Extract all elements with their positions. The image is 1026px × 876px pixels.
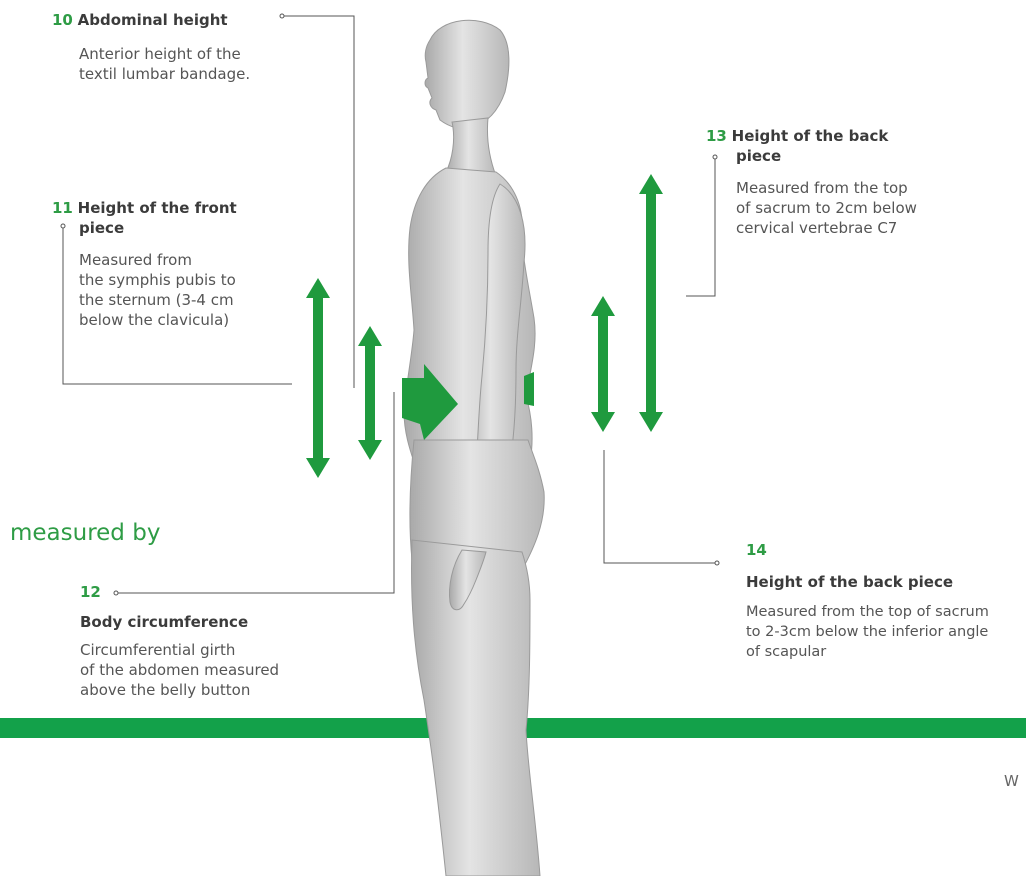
vertical-double-arrow-icon — [591, 296, 615, 432]
description-line: Anterior height of the — [79, 44, 250, 64]
description-line: the symphis pubis to — [79, 270, 236, 290]
description-line: Measured from the top — [736, 178, 917, 198]
callout-13-description: Measured from the top of sacrum to 2cm b… — [736, 178, 917, 238]
description-line: cervical vertebrae C7 — [736, 218, 917, 238]
description-line: of sacrum to 2cm below — [736, 198, 917, 218]
callout-10-heading: 10 Abdominal height — [52, 10, 228, 30]
description-line: above the belly button — [80, 680, 279, 700]
callout-title: Height of the back piece — [746, 572, 953, 592]
description-line: of scapular — [746, 642, 989, 662]
corner-text: W — [1004, 772, 1019, 790]
leader-line-13 — [686, 159, 715, 296]
callout-11-description: Measured from the symphis pubis to the s… — [79, 250, 236, 330]
callout-10-description: Anterior height of the textil lumbar ban… — [79, 44, 250, 84]
callout-number: 13 — [706, 127, 727, 145]
callout-12-description: Circumferential girth of the abdomen mea… — [80, 640, 279, 700]
callout-title-continued: piece — [79, 218, 124, 238]
vertical-double-arrow-icon — [358, 326, 382, 460]
description-line: Circumferential girth — [80, 640, 279, 660]
leader-line-12 — [118, 392, 394, 593]
legs-shape — [412, 540, 541, 876]
vertical-double-arrow-icon — [639, 174, 663, 432]
callout-title: Height of the front — [78, 199, 237, 217]
description-line: Measured from the top of sacrum — [746, 602, 989, 622]
callout-number: 14 — [746, 540, 767, 560]
callout-title-continued: piece — [736, 146, 781, 166]
callout-11-heading: 11 Height of the front — [52, 198, 237, 218]
description-line: of the abdomen measured — [80, 660, 279, 680]
vertical-double-arrow-icon — [306, 278, 330, 478]
human-figure — [404, 20, 544, 876]
description-line: textil lumbar bandage. — [79, 64, 250, 84]
neck-shape — [446, 118, 496, 176]
callout-13-heading: 13 Height of the back — [706, 126, 888, 146]
callout-14-description: Measured from the top of sacrum to 2-3cm… — [746, 602, 989, 662]
description-line: Measured from — [79, 250, 236, 270]
description-line: below the clavicula) — [79, 310, 236, 330]
callout-title: Abdominal height — [78, 11, 228, 29]
callout-title: Body circumference — [80, 612, 248, 632]
callout-title: Height of the back — [732, 127, 889, 145]
description-line: the sternum (3-4 cm — [79, 290, 236, 310]
head-shape — [425, 20, 509, 128]
section-label: measured by — [10, 520, 160, 546]
description-line: to 2-3cm below the inferior angle — [746, 622, 989, 642]
callout-number: 12 — [80, 582, 101, 602]
leader-line-14 — [604, 450, 715, 563]
callout-number: 11 — [52, 199, 73, 217]
callout-number: 10 — [52, 11, 73, 29]
